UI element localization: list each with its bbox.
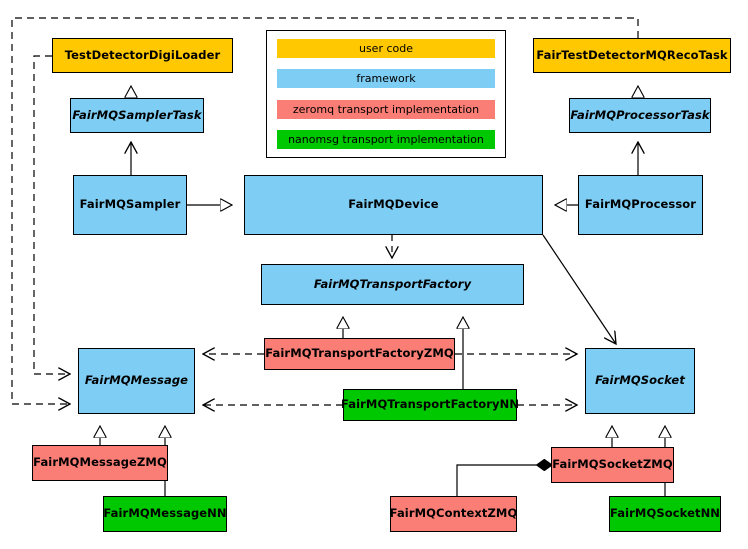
class-node-label: FairMQSampler [79,197,181,212]
class-node-label: FairMQSamplerTask [72,107,202,122]
legend-label: nanomsg transport implementation [288,132,484,146]
class-node-FairMQMessage[interactable]: FairMQMessage [78,348,195,414]
class-node-label: FairMQTransportFactoryZMQ [265,346,454,361]
legend-item-zeromq: zeromq transport implementation [277,99,495,119]
class-node-label: FairMQMessageNN [103,506,227,521]
class-node-label: FairMQMessageZMQ [33,455,167,470]
class-node-FairMQSamplerTask[interactable]: FairMQSamplerTask [70,98,204,133]
class-node-FairMQMessageZMQ[interactable]: FairMQMessageZMQ [32,445,168,481]
legend-label: framework [356,72,416,86]
class-node-FairMQTransportFactoryNN[interactable]: FairMQTransportFactoryNN [340,389,520,421]
legend-item-nanomsg: nanomsg transport implementation [277,129,495,149]
class-node-label: FairMQProcessorTask [570,107,710,122]
class-node-label: FairMQSocketNN [609,506,721,521]
class-node-FairMQSocket[interactable]: FairMQSocket [585,348,695,414]
class-node-FairTestDetectorMQRecoTask[interactable]: FairTestDetectorMQRecoTask [533,38,731,73]
class-node-label: FairMQProcessor [584,197,697,212]
legend-label: user code [358,42,414,55]
class-node-label: FairMQDevice [348,197,439,212]
legend-item-framework: framework [277,69,495,89]
class-node-FairMQProcessor[interactable]: FairMQProcessor [578,175,703,235]
legend-item-user-code: user code [277,39,495,58]
class-node-label: FairMQTransportFactoryNN [340,397,520,412]
class-node-FairMQContextZMQ[interactable]: FairMQContextZMQ [390,496,517,532]
class-node-FairMQTransportFactoryZMQ[interactable]: FairMQTransportFactoryZMQ [264,338,455,370]
class-node-label: FairMQSocketZMQ [552,457,673,472]
class-node-FairMQMessageNN[interactable]: FairMQMessageNN [103,496,227,532]
class-node-label: FairMQSocket [595,373,685,388]
class-node-label: FairMQTransportFactory [313,276,472,291]
class-node-label: FairMQContextZMQ [389,506,518,521]
class-node-TestDetectorDigiLoader[interactable]: TestDetectorDigiLoader [52,38,233,73]
legend-label: zeromq transport implementation [292,102,480,116]
class-node-FairMQDevice[interactable]: FairMQDevice [244,175,543,235]
class-node-FairMQSampler[interactable]: FairMQSampler [73,175,187,235]
class-node-label: FairMQMessage [84,373,189,388]
class-node-FairMQProcessorTask[interactable]: FairMQProcessorTask [569,98,711,133]
legend: user code framework zeromq transport imp… [266,30,506,158]
class-node-FairMQTransportFactory[interactable]: FairMQTransportFactory [261,264,524,305]
edge-socketzmq-to-contextzmq [456,465,551,496]
class-node-label: TestDetectorDigiLoader [64,47,221,62]
edge-digiloader-to-message [33,55,70,374]
edge-device-to-socket [542,234,616,344]
class-node-label: FairTestDetectorMQRecoTask [536,47,728,62]
class-node-FairMQSocketZMQ[interactable]: FairMQSocketZMQ [551,447,674,483]
class-node-FairMQSocketNN[interactable]: FairMQSocketNN [609,496,721,532]
